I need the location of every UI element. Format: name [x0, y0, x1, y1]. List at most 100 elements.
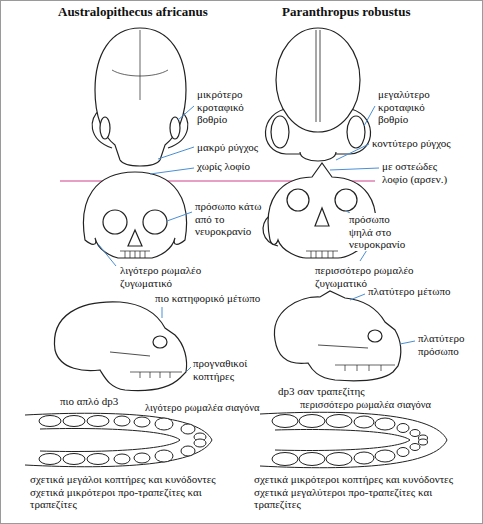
leader-line — [400, 341, 415, 344]
nasal-aperture — [315, 208, 329, 226]
incisor — [410, 430, 420, 437]
teeth — [120, 251, 150, 258]
sagittal-crest — [316, 30, 320, 122]
annotation-label: πιο κατηφορικό μέτωπο — [155, 292, 280, 305]
molar — [39, 454, 61, 465]
annotation-label: κοντύτερο ρύγχος — [372, 137, 472, 150]
leader-line — [336, 144, 369, 160]
annotation-label: χωρίς λοφίο — [197, 160, 277, 173]
annotation-label: πρόσωπο ψηλά στο νευροκρανίο — [348, 213, 414, 251]
species-heading: Paranthropus robustus — [282, 5, 452, 20]
annotation-label: dp3 σαν τραπεζίτης — [278, 385, 388, 398]
dental-arcade-right — [260, 412, 447, 467]
leader-line — [98, 244, 116, 266]
cranium-outline — [274, 291, 400, 381]
premolar — [354, 452, 374, 464]
leader-line — [350, 294, 365, 300]
temporal-fossa — [347, 116, 365, 148]
annotation-label: προγναθικοί κοπτήρες — [193, 357, 263, 382]
teeth — [306, 251, 338, 258]
orbit — [103, 210, 127, 234]
incisor — [194, 439, 206, 447]
premolar — [114, 454, 130, 464]
zygomatic-arch — [318, 345, 368, 348]
molar — [39, 416, 61, 427]
annotation-label: πιο απλό dp3 — [60, 395, 140, 408]
skull-vertex-right — [265, 28, 370, 161]
molar — [326, 415, 352, 428]
leader-line — [330, 168, 379, 170]
skull-lateral-left — [54, 302, 186, 391]
annotation-label: λιγότερο ρωμαλέα σιαγόνα — [145, 402, 275, 414]
premolar — [375, 450, 395, 462]
skull-lateral-right — [274, 291, 400, 381]
molar — [299, 415, 325, 428]
leader-line — [167, 212, 192, 221]
premolar — [134, 417, 150, 427]
orbit — [143, 210, 167, 234]
orbit — [153, 336, 167, 348]
teeth — [335, 365, 395, 371]
annotation-label: περισσότερο ρωμαλέα σιαγόνα — [300, 399, 450, 411]
molar — [87, 416, 109, 427]
species-heading: Australopithecus africanus — [58, 5, 243, 20]
snout — [300, 152, 336, 161]
canine — [155, 450, 173, 462]
leader-line — [158, 147, 194, 159]
orbit — [368, 330, 382, 342]
teeth — [130, 372, 182, 378]
canine — [397, 448, 409, 457]
incisor — [181, 424, 195, 434]
annotation-label: μικρότερο κροταφικό βοθρίο — [197, 88, 259, 126]
orbit — [287, 189, 309, 211]
annotation-label: πρόσωπο κάτω από το νευροκρανίο — [195, 200, 270, 238]
mandible-outline — [25, 413, 212, 466]
leader-line — [150, 168, 194, 174]
orbit — [335, 189, 357, 211]
cranium-outline — [276, 28, 360, 132]
molar — [272, 453, 298, 466]
leader-line — [364, 106, 375, 126]
molar — [87, 454, 109, 465]
temporal-fossa — [170, 117, 180, 139]
annotation-label: σχετικά μεγάλοι κοπτήρες και κυνόδοντες … — [30, 473, 245, 511]
premolar — [134, 453, 150, 463]
cranium-outline — [95, 28, 186, 166]
annotation-label: πλατύτερο πρόσωπο — [418, 332, 476, 357]
mandible-outline — [260, 412, 447, 467]
mandible-inner — [40, 428, 180, 451]
canine — [155, 418, 173, 430]
canine — [397, 424, 409, 433]
zygomatic-arch — [110, 352, 150, 356]
cranium-outline — [54, 302, 186, 391]
suture-line — [140, 30, 141, 100]
leader-line — [162, 307, 163, 318]
premolar — [354, 416, 374, 428]
molar — [63, 416, 85, 427]
molar — [272, 415, 298, 428]
skull-vertex-left — [92, 28, 188, 166]
incisor — [410, 444, 420, 451]
annotation-label: μεγαλύτερο κροταφικό βοθρίο — [378, 88, 444, 126]
temporal-fossa — [271, 116, 289, 148]
molar — [63, 454, 85, 465]
annotation-label: με οστεώδες λοφίο (αρσεν.) — [382, 160, 458, 185]
suture-line — [112, 70, 168, 76]
annotation-label: μακρύ ρύγχος — [197, 141, 287, 154]
annotation-label: σχετικά μικρότεροι κοπτήρες και κυνόδοντ… — [254, 473, 478, 511]
premolar — [375, 418, 395, 430]
mandible-inner — [275, 429, 410, 450]
dental-arcade-left — [25, 413, 212, 466]
annotation-label: πλατύτερο μέτωπο — [368, 285, 468, 298]
leader-lines — [98, 106, 415, 371]
molar — [326, 453, 352, 466]
molar — [299, 453, 325, 466]
premolar — [114, 416, 130, 426]
leader-line — [178, 106, 194, 120]
nasal-aperture — [128, 230, 142, 246]
temporal-fossa — [100, 117, 110, 139]
incisor — [181, 446, 195, 456]
